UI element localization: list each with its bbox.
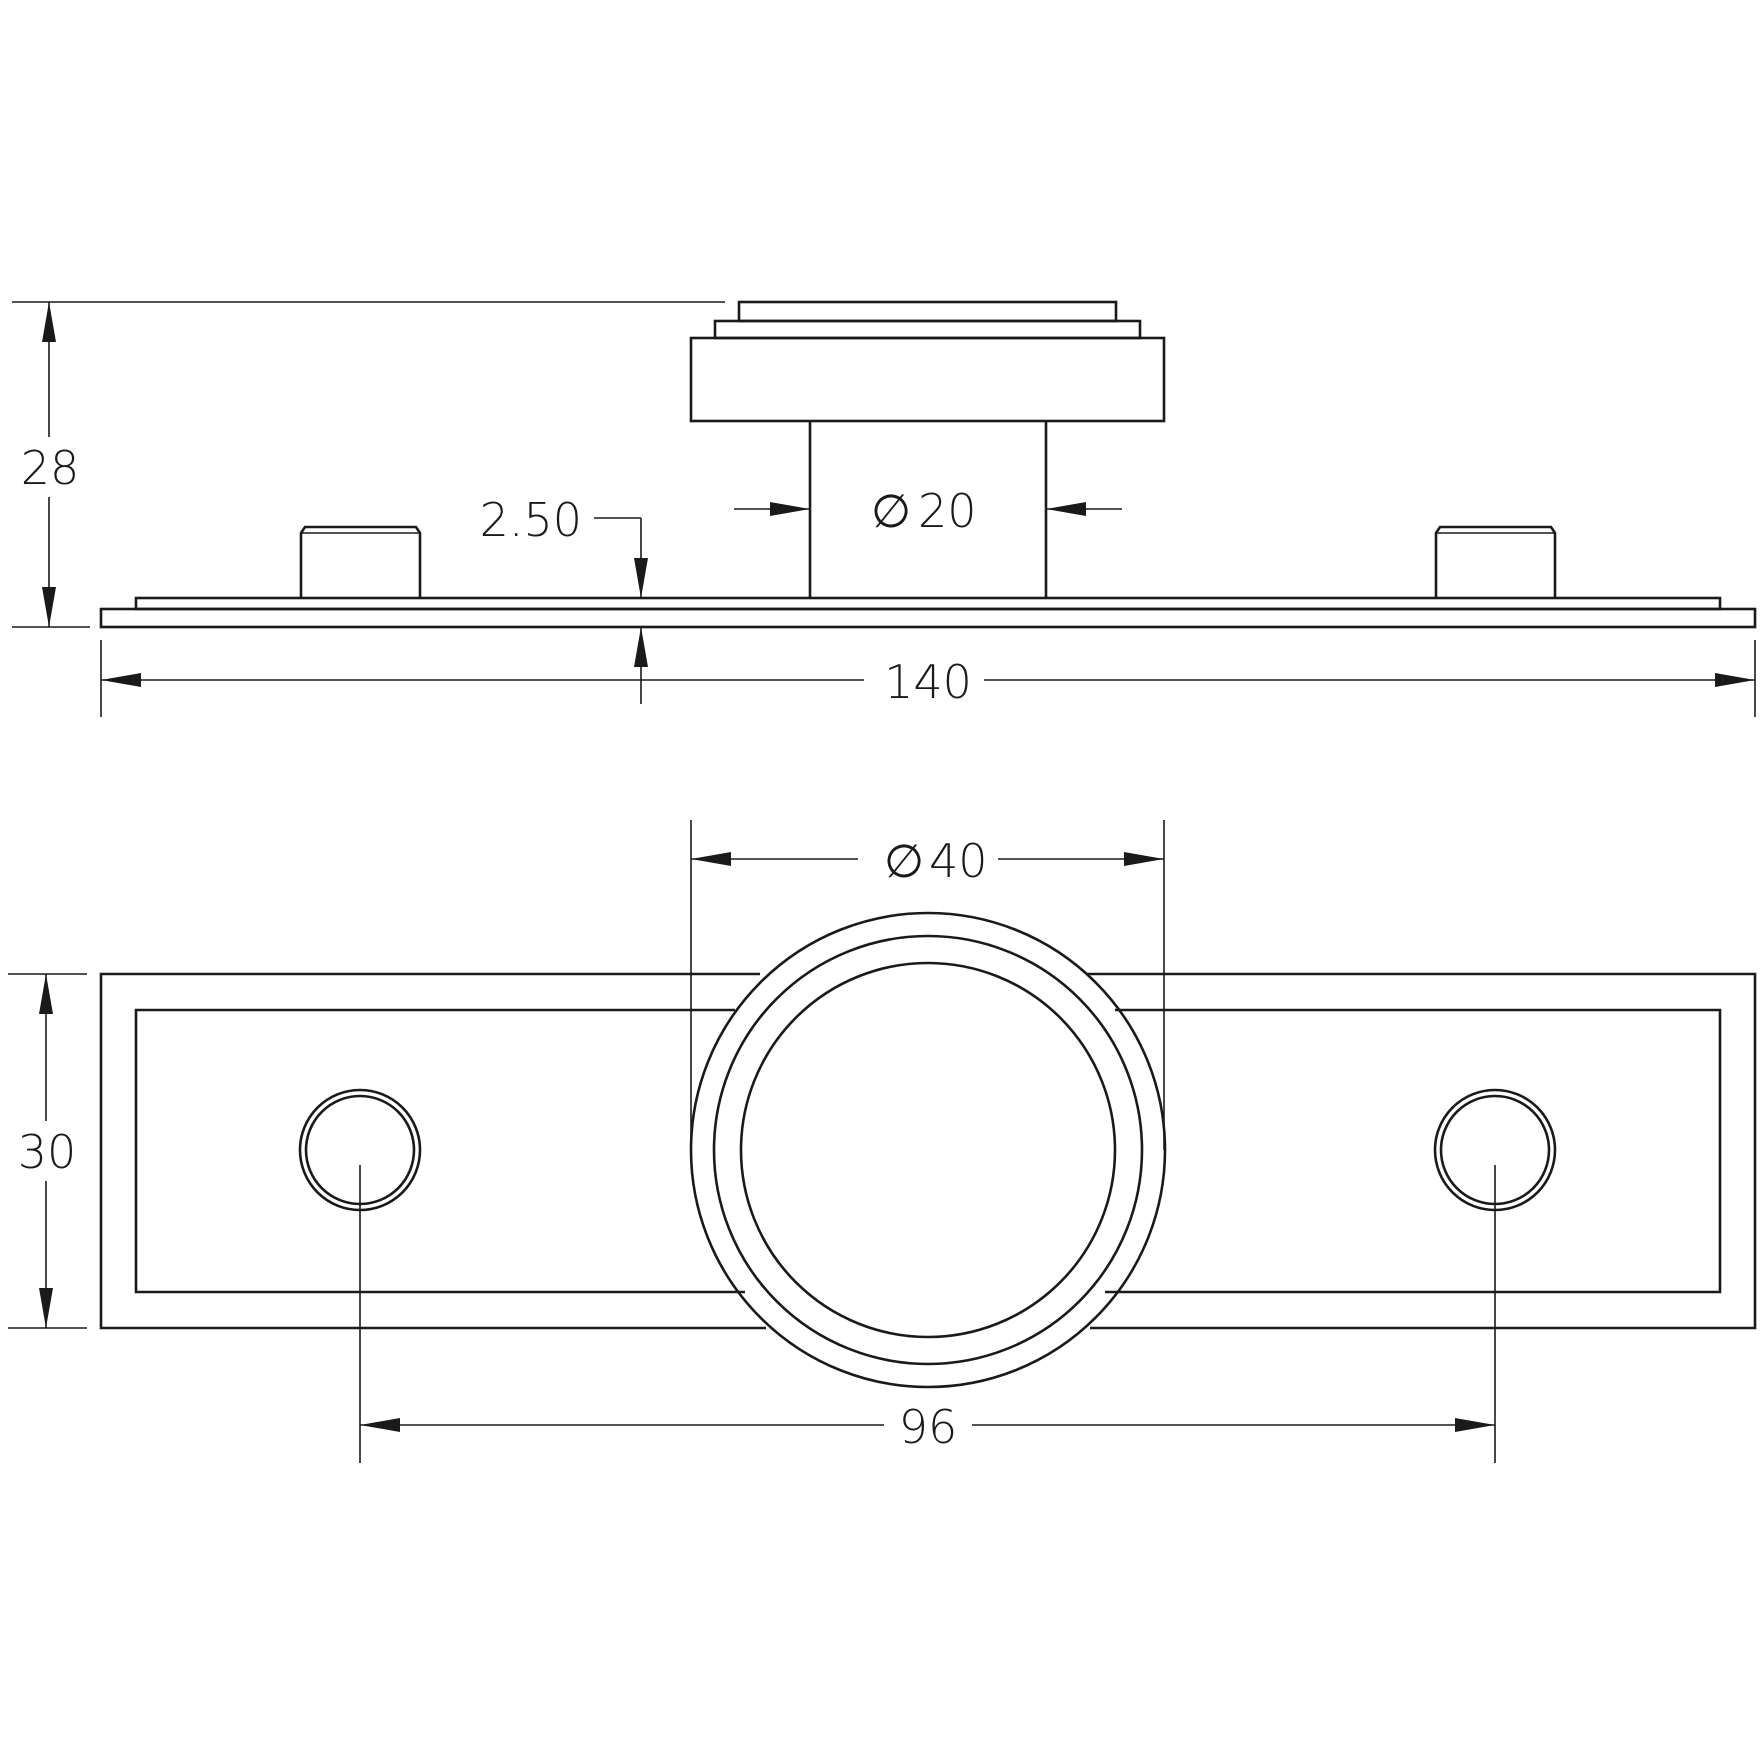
dimension-height-28: 28 <box>12 301 725 628</box>
side-view <box>99 300 1757 629</box>
dimension-length-140: 140 <box>100 640 1756 717</box>
dimension-text-2-50: 2.50 <box>480 493 582 547</box>
dimension-text-20: 20 <box>918 484 977 538</box>
head-step-side <box>713 319 1142 340</box>
base-plate-top <box>99 972 1757 1330</box>
flange-inner-circle <box>739 961 1117 1339</box>
left-boss-side <box>299 525 422 598</box>
dimension-text-40: 40 <box>929 834 988 888</box>
flange-outer-circle <box>689 911 1167 1389</box>
dimension-text-28: 28 <box>21 441 80 495</box>
dimension-post-diameter-20: ∅ 20 <box>734 484 1122 538</box>
dimension-width-30: 30 <box>8 973 87 1329</box>
top-plate-side <box>134 596 1722 611</box>
top-view <box>99 911 1757 1389</box>
dimension-flange-diameter-40: ∅ 40 <box>690 820 1165 1150</box>
diameter-symbol-40: ∅ <box>884 834 924 888</box>
top-plate-top <box>134 1008 1722 1294</box>
dimension-hole-spacing-96: 96 <box>359 1165 1496 1463</box>
base-plate-side <box>99 607 1757 629</box>
dimension-text-140: 140 <box>884 655 972 709</box>
diameter-symbol-20: ∅ <box>871 484 911 538</box>
head-cap-side <box>737 300 1118 323</box>
head-side <box>689 336 1166 423</box>
dimension-text-96: 96 <box>899 1400 958 1454</box>
dimension-text-30: 30 <box>18 1125 77 1179</box>
dimension-thickness-2-50: 2.50 <box>480 493 648 704</box>
right-boss-side <box>1434 525 1557 598</box>
flange-middle-circle <box>712 934 1144 1366</box>
